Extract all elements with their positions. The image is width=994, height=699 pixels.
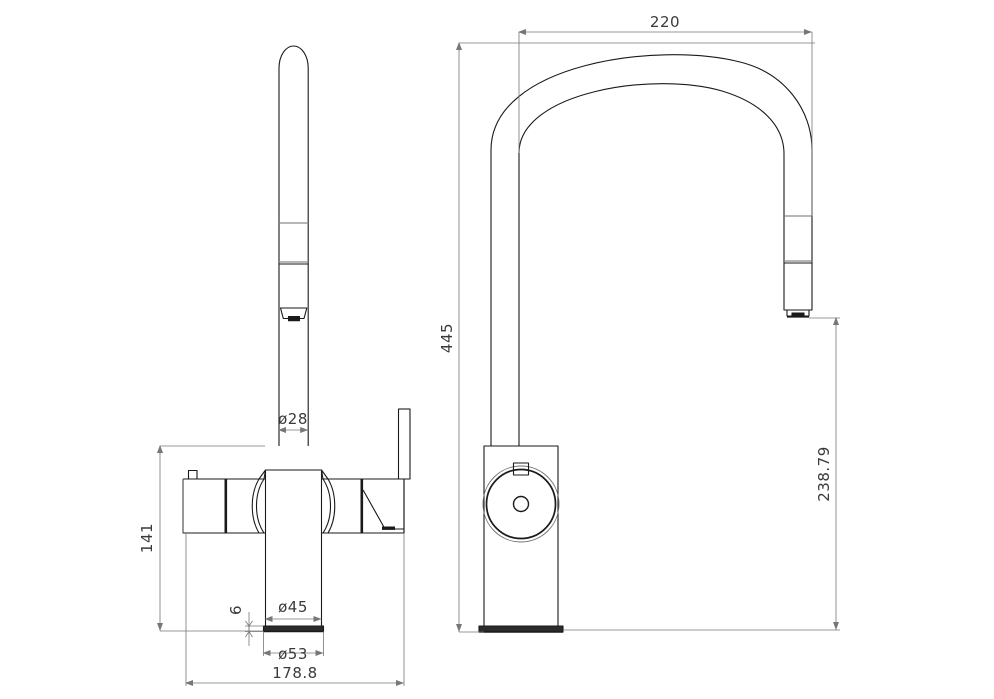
gooseneck-inner-curve [518, 83, 785, 446]
handle-lever-rod-front [397, 408, 411, 480]
dimension-base-diameter [262, 631, 324, 656]
dimension-layer [157, 29, 840, 686]
body-column-front [264, 519, 323, 626]
dimension-spout-reach [518, 29, 813, 216]
body-barrel-side [483, 445, 559, 627]
dimension-overall-height [456, 42, 815, 633]
dimension-overall-width [185, 533, 405, 686]
base-plate-front [262, 625, 325, 633]
dimension-label-overall-height: 445 [438, 323, 456, 353]
base-plate-side [478, 625, 564, 633]
handle-hub-side [482, 462, 560, 543]
dimension-label-spout-diameter: ø28 [278, 410, 308, 428]
dimension-label-body-diameter: ø45 [278, 598, 308, 616]
dimension-label-outlet-height: 238.79 [815, 446, 833, 502]
body-shoulder-front [264, 469, 323, 519]
front-elevation-view [182, 45, 411, 633]
handle-right-front [320, 469, 405, 534]
dimension-label-base-thickness: 6 [227, 605, 245, 615]
dimension-outlet-height [563, 317, 840, 631]
spray-head-side [783, 215, 813, 318]
spout-collar-bands [279, 222, 309, 265]
dimension-text-layer: 220 445 238.79 141 6 ø28 ø45 ø53 178.8 [138, 13, 833, 682]
gooseneck-outer-curve [490, 54, 813, 446]
dimension-base-thickness [245, 612, 264, 646]
dimension-label-handle-height: 141 [138, 523, 156, 553]
dimension-label-overall-width: 178.8 [272, 664, 317, 682]
spray-head-nozzle-front [279, 307, 308, 322]
side-elevation-view [478, 54, 813, 633]
handle-left-front [182, 469, 267, 534]
spout-tube-front [278, 45, 309, 446]
dimension-label-base-diameter: ø53 [278, 645, 308, 663]
dimension-handle-height [157, 445, 265, 632]
dimension-label-spout-reach: 220 [650, 13, 680, 31]
